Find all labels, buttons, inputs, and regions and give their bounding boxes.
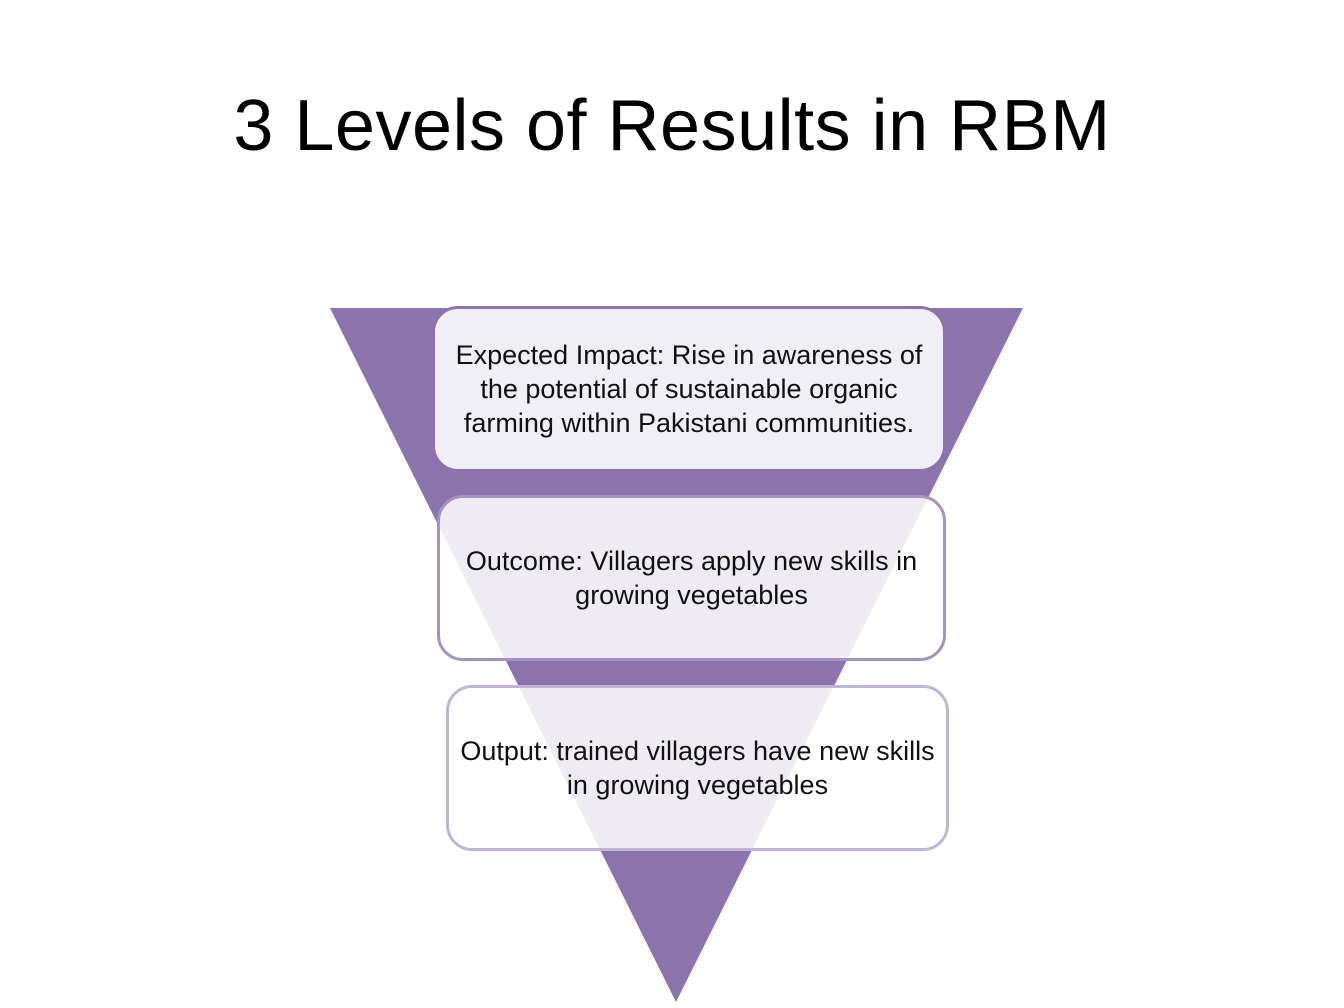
- level-output-text: Output: trained villagers have new skill…: [460, 736, 935, 800]
- slide-title: 3 Levels of Results in RBM: [233, 86, 1111, 166]
- level-outcome-text: Outcome: Villagers apply new skills in g…: [465, 546, 918, 610]
- level-impact-box: Expected Impact: Rise in awareness of th…: [432, 306, 946, 472]
- level-outcome-box: Outcome: Villagers apply new skills in g…: [437, 495, 946, 661]
- level-impact-text: Expected Impact: Rise in awareness of th…: [455, 340, 923, 438]
- level-output-box: Output: trained villagers have new skill…: [446, 685, 949, 851]
